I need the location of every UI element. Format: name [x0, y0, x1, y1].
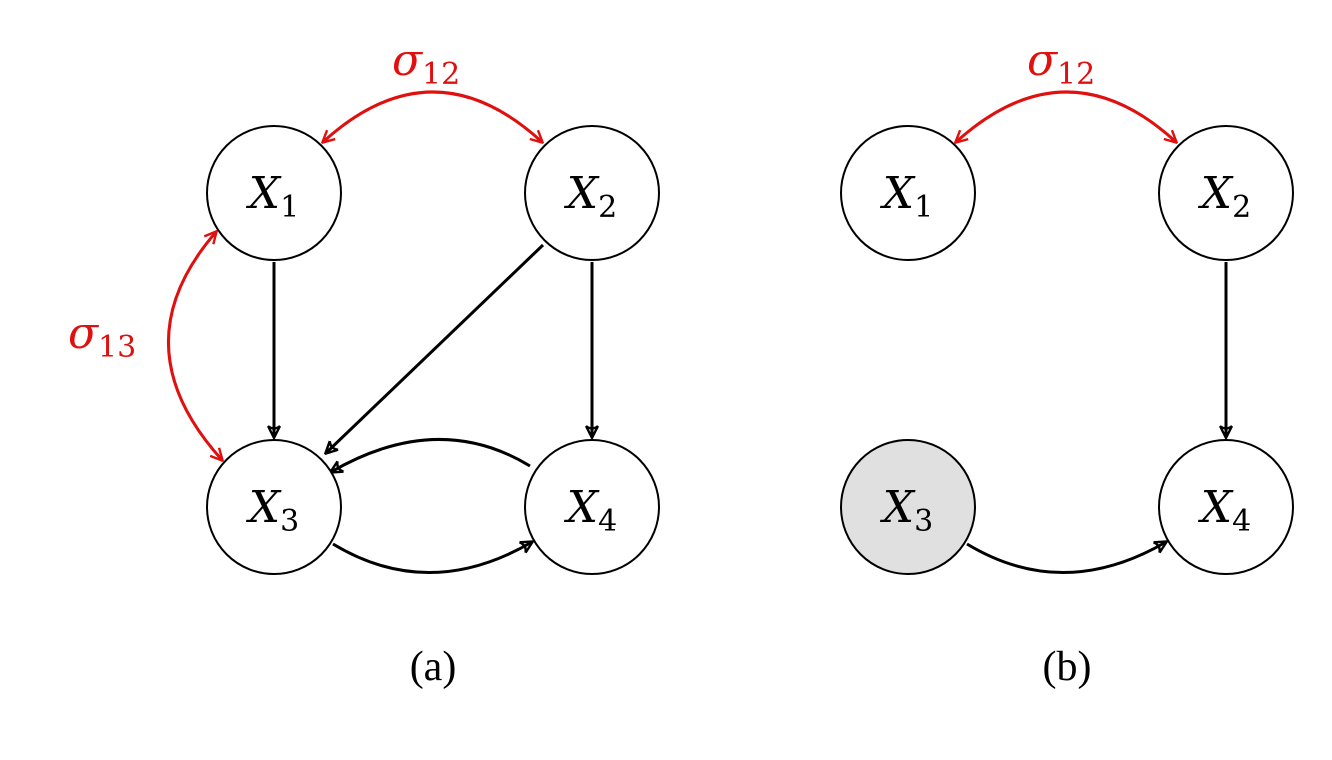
node-x2-sub: 2 — [598, 190, 617, 225]
svg-text:X4: X4 — [564, 482, 617, 539]
bidirected-edge-x1-x3 — [166, 232, 222, 460]
node-x4-var: X — [564, 482, 600, 533]
node-x2-b-var: X — [1198, 168, 1234, 219]
node-x3-b: X3 — [840, 439, 976, 575]
panel-caption-a: (a) — [410, 644, 457, 690]
node-x3: X3 — [206, 439, 342, 575]
node-x1-b: X1 — [840, 125, 976, 261]
node-x1: X1 — [206, 125, 342, 261]
svg-text:X3: X3 — [880, 482, 933, 539]
node-x1-var: X — [246, 168, 282, 219]
svg-text:X4: X4 — [1198, 482, 1251, 539]
bidirected-edge-x1-x2 — [323, 90, 542, 142]
label-sigma13-a: σ13 — [68, 308, 136, 365]
edge-x3-x4 — [332, 542, 532, 574]
svg-text:X3: X3 — [246, 482, 299, 539]
panel-a: X1 X2 X3 X4 σ12 σ13 (a) — [68, 35, 660, 690]
label-sigma12-b: σ12 — [1027, 35, 1095, 92]
node-x4-b: X4 — [1158, 439, 1294, 575]
svg-text:X2: X2 — [564, 168, 617, 225]
bidirected-edge-x1-x2-b — [956, 90, 1176, 142]
node-x2-b: X2 — [1158, 125, 1294, 261]
edge-x2-x3 — [326, 243, 545, 453]
node-x3-b-var: X — [880, 482, 916, 533]
node-x3-sub: 3 — [280, 504, 299, 539]
svg-text:X1: X1 — [880, 168, 933, 225]
node-x2: X2 — [524, 125, 660, 261]
node-x2-b-sub: 2 — [1232, 190, 1251, 225]
label-sigma12-a: σ12 — [392, 35, 460, 92]
svg-text:X2: X2 — [1198, 168, 1251, 225]
node-x1-sub: 1 — [280, 190, 299, 225]
node-x2-var: X — [564, 168, 600, 219]
node-x4-b-var: X — [1198, 482, 1234, 533]
node-x3-var: X — [246, 482, 282, 533]
node-x4-sub: 4 — [598, 504, 617, 539]
panel-b: X1 X2 X3 X4 σ12 (b) — [840, 35, 1294, 690]
svg-text:X1: X1 — [246, 168, 299, 225]
edge-x3-x4-b — [966, 542, 1166, 574]
node-x4: X4 — [524, 439, 660, 575]
edge-x4-x3 — [331, 437, 531, 472]
node-x1-b-var: X — [880, 168, 916, 219]
node-x1-b-sub: 1 — [914, 190, 933, 225]
panel-caption-b: (b) — [1043, 644, 1092, 690]
node-x3-b-sub: 3 — [914, 504, 933, 539]
node-x4-b-sub: 4 — [1232, 504, 1251, 539]
